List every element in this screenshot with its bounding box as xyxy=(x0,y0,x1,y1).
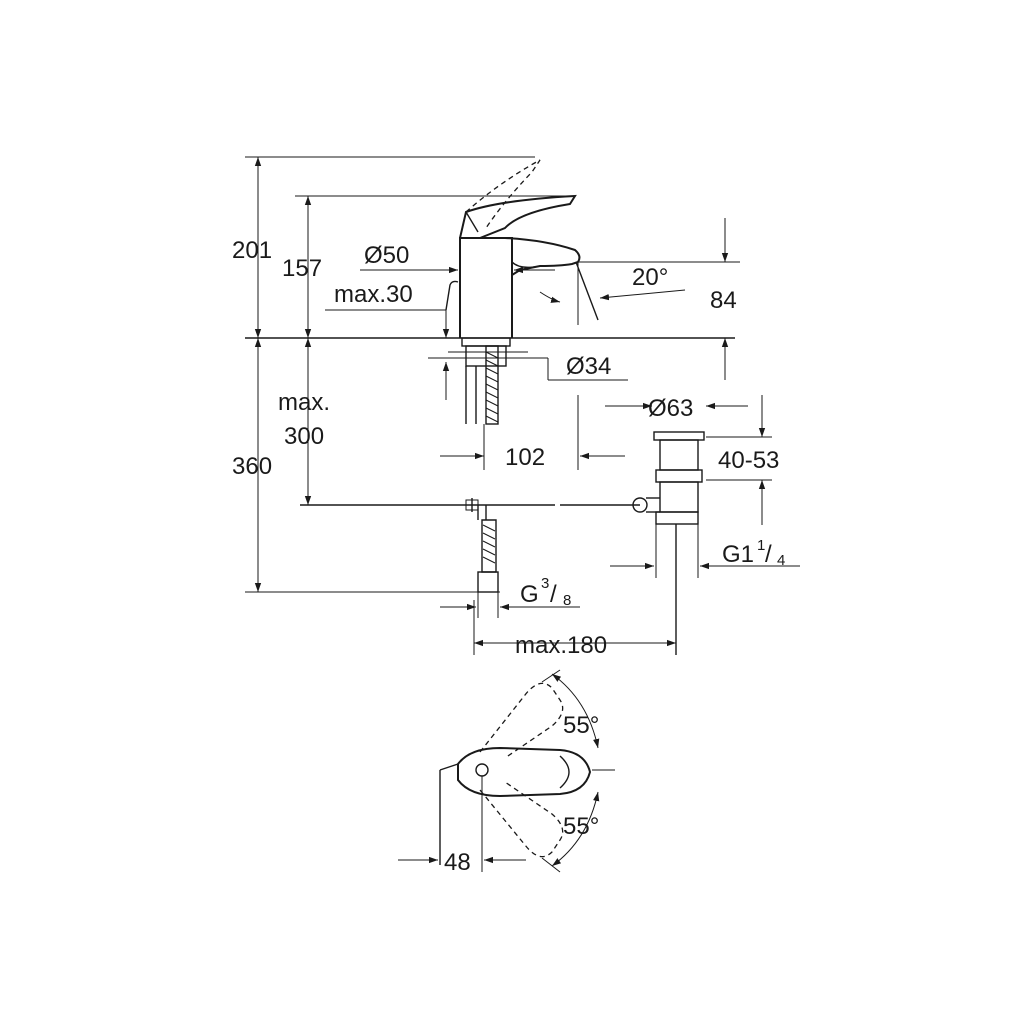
faucet-side-view xyxy=(245,159,735,339)
dim-d50: Ø50 xyxy=(364,242,409,269)
dim-g114-slash: / xyxy=(765,541,772,568)
dimension-lines xyxy=(245,156,800,655)
dim-g38-slash: / xyxy=(550,581,557,608)
dim-g38-num: 3 xyxy=(541,575,549,592)
dim-157: 157 xyxy=(282,255,322,282)
dim-55-bottom: 55° xyxy=(563,813,599,840)
dim-201: 201 xyxy=(232,237,272,264)
dim-g38-den: 8 xyxy=(563,592,571,609)
drain-assembly xyxy=(632,431,705,655)
dim-d63: Ø63 xyxy=(648,395,693,422)
dim-g114-main: G1 xyxy=(722,541,754,568)
dim-g38-main: G xyxy=(520,581,539,608)
mounting-assembly xyxy=(300,337,640,593)
dim-d34: Ø34 xyxy=(566,353,611,380)
dim-55-top: 55° xyxy=(563,712,599,739)
dim-40-53: 40-53 xyxy=(718,447,779,474)
dim-max180: max.180 xyxy=(515,632,607,659)
dim-g114-num: 1 xyxy=(757,537,765,554)
dim-max300-line1: max. xyxy=(278,389,330,416)
dim-max300-line2: 300 xyxy=(284,423,324,450)
dim-102: 102 xyxy=(505,444,545,471)
dim-g114-den: 4 xyxy=(777,552,785,569)
dim-48: 48 xyxy=(444,849,471,876)
dimension-labels: 201 157 Ø50 max.30 20° 84 Ø34 max. 300 3… xyxy=(232,237,785,876)
faucet-top-view xyxy=(398,669,615,873)
dim-max30: max.30 xyxy=(334,281,413,308)
dim-360: 360 xyxy=(232,453,272,480)
dim-84: 84 xyxy=(710,287,737,314)
dim-20deg: 20° xyxy=(632,264,668,291)
